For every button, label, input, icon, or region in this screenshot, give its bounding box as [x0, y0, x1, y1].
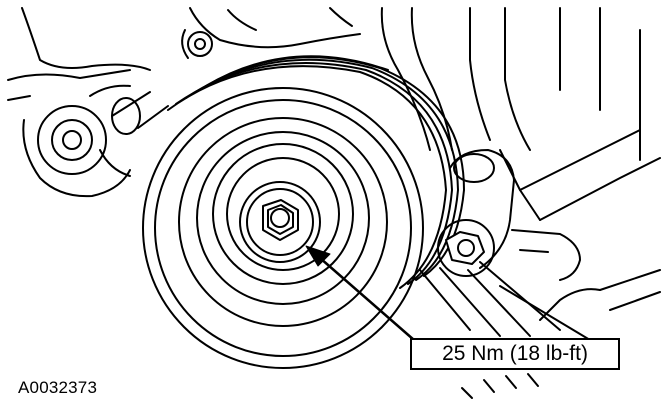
torque-label: 25 Nm (18 lb-ft): [442, 342, 588, 365]
right-bracket: [437, 129, 661, 321]
idler-pulley: [142, 55, 465, 369]
figure-id-label: A0032373: [18, 378, 98, 397]
lower-housing-lines: [419, 261, 591, 399]
pulley-center-bolt: [262, 199, 299, 241]
torque-callout: 25 Nm (18 lb-ft): [410, 338, 620, 370]
engine-housing: [21, 7, 641, 161]
left-bracket: [7, 69, 169, 198]
callout-arrow: [305, 245, 416, 342]
